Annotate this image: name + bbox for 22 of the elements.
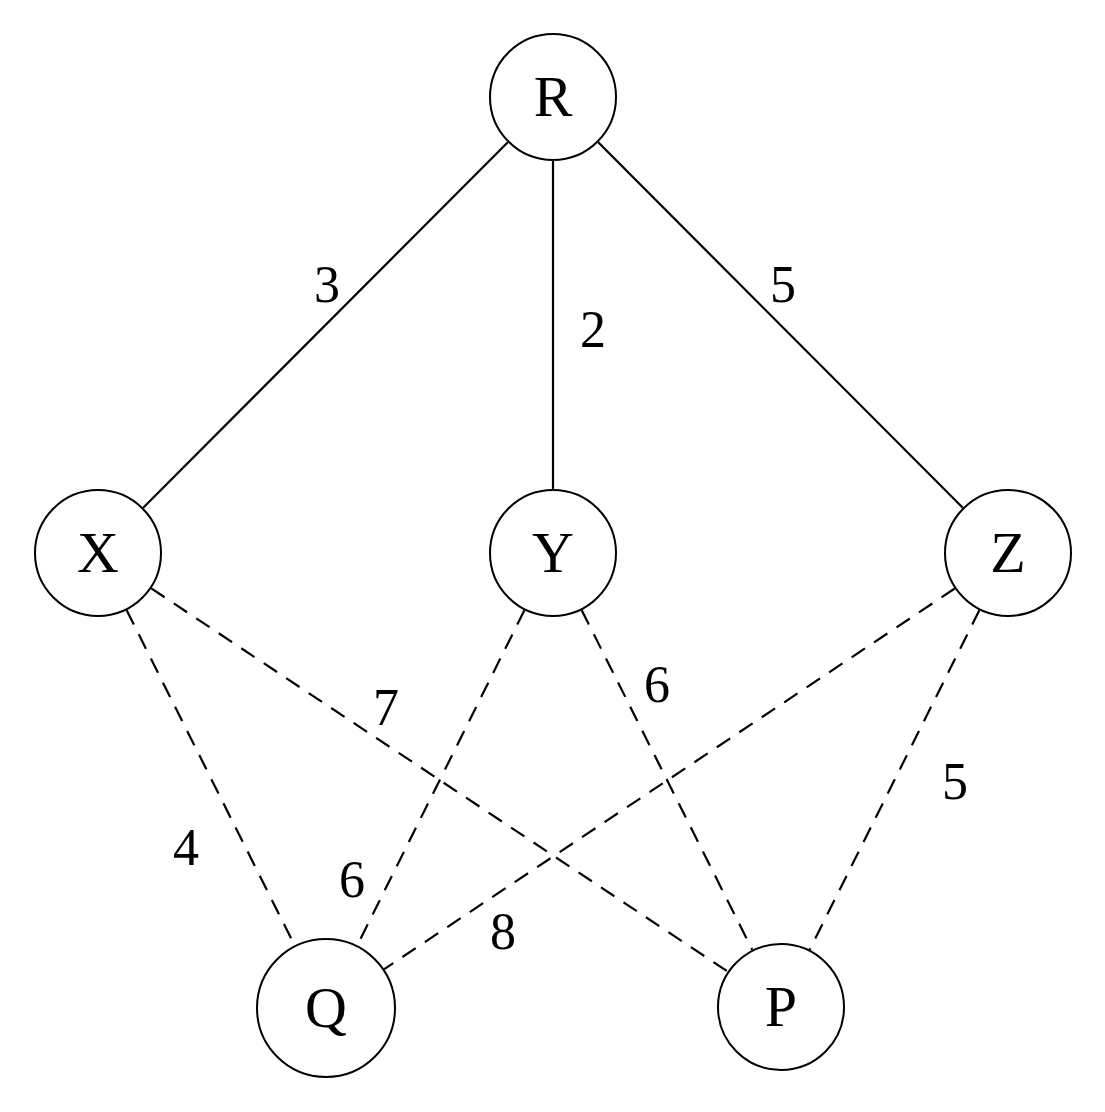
edge-weight-label: 6 [644,659,670,711]
edge-weight-label: 8 [490,906,516,958]
edge-weight-label: 2 [580,304,606,356]
node-label: R [533,68,573,126]
edge-line [551,161,555,489]
node-label: Z [990,524,1026,582]
node-label: P [764,978,798,1036]
node-label: Q [305,979,347,1037]
dashed-edge-line [808,609,981,951]
edge-line [142,141,509,509]
edge-weight-label: 5 [770,259,796,311]
edge-weight-label: 6 [339,854,365,906]
dashed-edge-line [580,609,754,951]
edge-weight-label: 4 [173,822,199,874]
node-label: Y [532,524,574,582]
edge-weight-label: 3 [314,259,340,311]
dashed-edge-line [383,587,956,971]
edge-line [597,141,964,509]
dashed-edge-line [150,587,729,973]
edge-weight-label: 5 [942,756,968,808]
edge-weight-label: 7 [373,682,399,734]
node-label: X [77,524,119,582]
